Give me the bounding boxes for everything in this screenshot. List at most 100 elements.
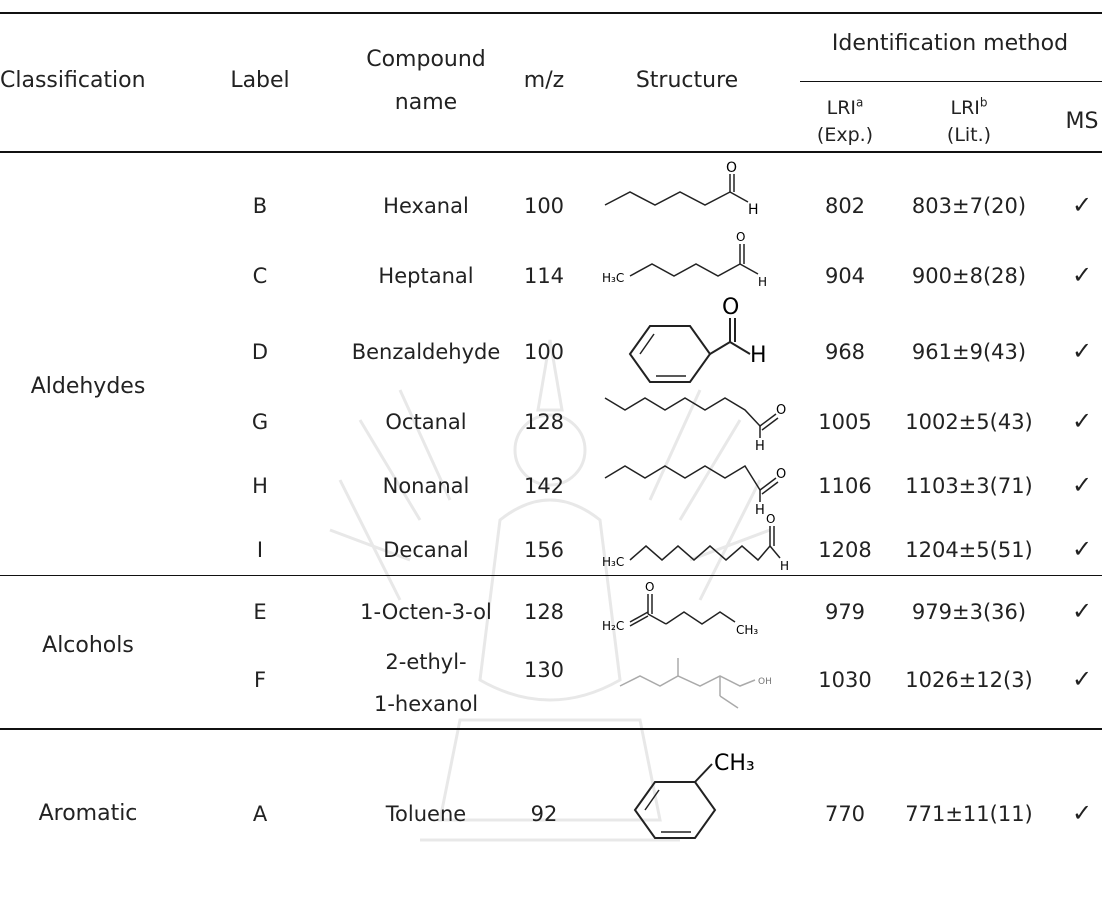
alcohols-bottom-rule (0, 728, 1102, 730)
row-i-mz: 156 (523, 538, 565, 562)
row-h-lri-exp: 1106 (818, 474, 872, 498)
row-f-mz: 130 (523, 658, 565, 682)
row-e-lri-lit: 979±3(36) (911, 600, 1027, 624)
header-label: Label (230, 68, 290, 93)
header-lri-lit: LRIb (950, 95, 988, 119)
row-d-lri-lit: 961±9(43) (911, 340, 1027, 364)
header-mz: m/z (523, 68, 565, 93)
svg-text:O: O (645, 580, 654, 594)
row-h-label: H (252, 474, 268, 498)
aldehydes-bottom-rule (0, 575, 1102, 576)
group-alcohols: Alcohols (42, 633, 134, 658)
row-h-mz: 142 (523, 474, 565, 498)
header-compound-line1: Compound (366, 47, 486, 72)
row-a-lri-exp: 770 (824, 802, 866, 826)
group-aldehydes: Aldehydes (30, 374, 146, 399)
header-classification: Classification (0, 68, 146, 93)
row-i-label: I (256, 538, 264, 562)
svg-text:H: H (748, 202, 759, 218)
row-c-label: C (252, 264, 268, 288)
group-aromatic: Aromatic (38, 801, 138, 826)
svg-text:H: H (780, 559, 789, 573)
row-c-ms-check: ✓ (1071, 261, 1093, 289)
header-ms: MS (1065, 109, 1099, 134)
structure-2-ethyl-1-hexanol: OH (619, 658, 772, 709)
header-identification-method: Identification method (831, 31, 1069, 56)
row-c-lri-lit: 900±8(28) (911, 264, 1027, 288)
row-d-ms-check: ✓ (1071, 337, 1093, 365)
svg-text:O: O (722, 295, 739, 320)
row-b-label: B (252, 194, 268, 218)
row-b-mz: 100 (523, 194, 565, 218)
header-bottom-rule (0, 151, 1102, 153)
header-lri-exp-note: (Exp.) (816, 124, 874, 146)
svg-text:H: H (750, 343, 767, 368)
svg-text:O: O (736, 230, 745, 244)
row-g-lri-exp: 1005 (818, 410, 872, 434)
row-g-ms-check: ✓ (1071, 407, 1093, 435)
structure-octanal: O H (604, 397, 786, 454)
row-g-mz: 128 (523, 410, 565, 434)
header-structure: Structure (635, 68, 739, 93)
svg-text:O: O (776, 467, 786, 482)
structure-benzaldehyde: O H (628, 295, 767, 383)
row-e-ms-check: ✓ (1071, 597, 1093, 625)
row-e-mz: 128 (523, 600, 565, 624)
row-d-mz: 100 (523, 340, 565, 364)
row-h-name: Nonanal (382, 474, 470, 498)
row-b-ms-check: ✓ (1071, 191, 1093, 219)
svg-text:O: O (726, 160, 737, 176)
structure-nonanal: O H (604, 464, 786, 518)
svg-text:CH₃: CH₃ (714, 751, 755, 776)
row-a-mz: 92 (530, 802, 558, 826)
svg-text:H: H (755, 439, 765, 454)
structure-decanal: H₃C O H (602, 512, 789, 573)
method-underline (800, 81, 1102, 82)
row-f-name-line2: 1-hexanol (373, 692, 479, 716)
row-f-lri-lit: 1026±12(3) (905, 668, 1033, 692)
row-f-label: F (253, 668, 267, 692)
structure-toluene: CH₃ (633, 751, 755, 839)
row-g-label: G (251, 410, 269, 434)
row-b-lri-exp: 802 (824, 194, 866, 218)
structure-hexanal: O H (604, 160, 759, 218)
svg-text:O: O (776, 403, 786, 418)
row-c-mz: 114 (523, 264, 565, 288)
row-f-lri-exp: 1030 (818, 668, 872, 692)
svg-text:H₃C: H₃C (602, 271, 624, 285)
row-f-ms-check: ✓ (1071, 665, 1093, 693)
svg-text:OH: OH (758, 677, 772, 687)
header-lri-lit-note: (Lit.) (946, 124, 992, 146)
row-i-ms-check: ✓ (1071, 535, 1093, 563)
top-rule (0, 12, 1102, 14)
row-d-label: D (251, 340, 269, 364)
row-a-ms-check: ✓ (1071, 799, 1093, 827)
row-e-label: E (253, 600, 267, 624)
row-h-ms-check: ✓ (1071, 471, 1093, 499)
row-i-lri-lit: 1204±5(51) (905, 538, 1033, 562)
row-i-lri-exp: 1208 (818, 538, 872, 562)
row-b-lri-lit: 803±7(20) (911, 194, 1027, 218)
svg-text:H: H (755, 503, 765, 518)
svg-text:O: O (766, 512, 775, 526)
structure-1-octen-3-ol: H₂C O CH₃ (602, 580, 758, 637)
row-a-label: A (252, 802, 268, 826)
svg-text:H: H (758, 275, 767, 289)
svg-text:H₂C: H₂C (602, 619, 624, 633)
row-c-name: Heptanal (378, 264, 474, 288)
row-f-name-line1: 2-ethyl- (385, 650, 467, 674)
row-i-name: Decanal (383, 538, 469, 562)
row-c-lri-exp: 904 (824, 264, 866, 288)
row-e-lri-exp: 979 (824, 600, 866, 624)
row-a-name: Toluene (385, 802, 467, 826)
structure-heptanal: H₃C O H (602, 230, 767, 289)
row-d-lri-exp: 968 (824, 340, 866, 364)
row-a-lri-lit: 771±11(11) (905, 802, 1033, 826)
header-compound-line2: name (394, 90, 458, 115)
row-e-name: 1-Octen-3-ol (360, 600, 492, 624)
row-g-name: Octanal (385, 410, 467, 434)
svg-text:CH₃: CH₃ (736, 623, 758, 637)
row-g-lri-lit: 1002±5(43) (905, 410, 1033, 434)
row-d-name: Benzaldehyde (351, 340, 501, 364)
row-h-lri-lit: 1103±3(71) (905, 474, 1033, 498)
